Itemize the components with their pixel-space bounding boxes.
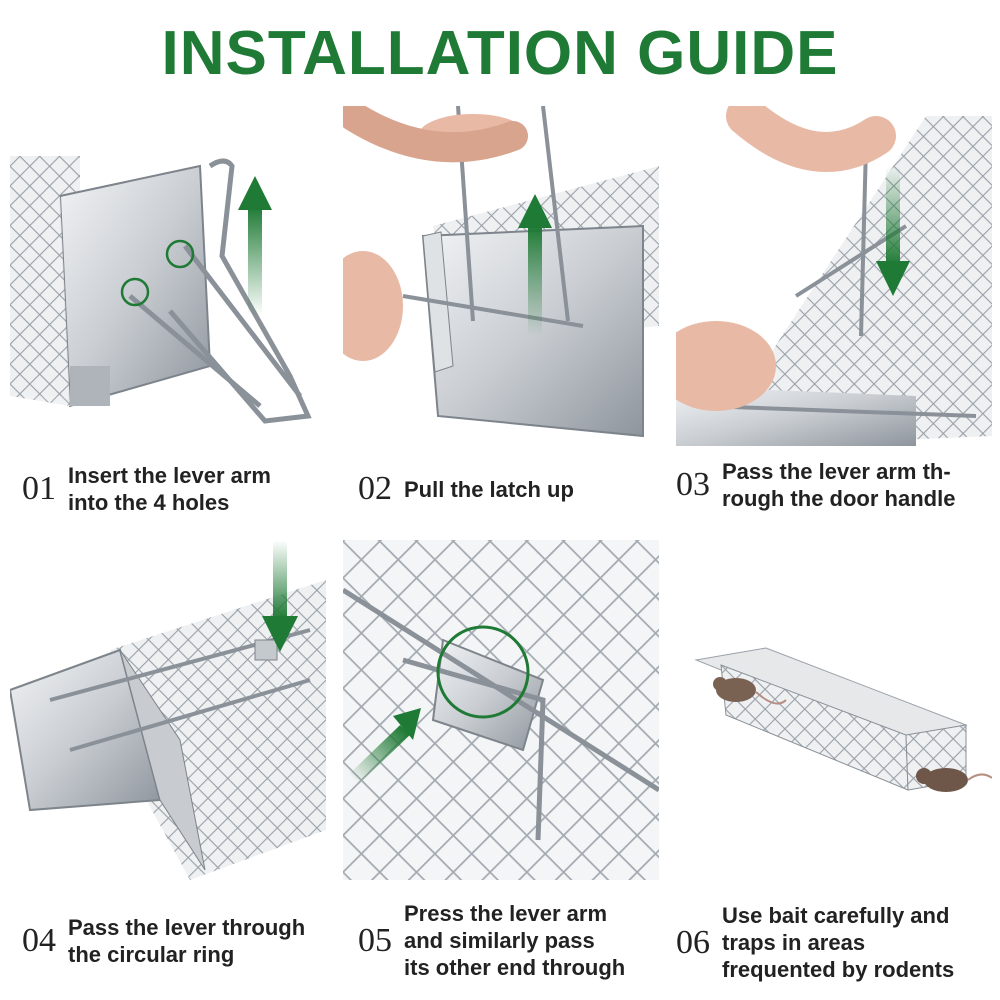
step-3-caption: 03 Pass the lever arm th-rough the door … [676, 458, 955, 512]
step-2-image [343, 106, 659, 446]
circular-ring-photo-icon [10, 540, 326, 880]
step-4-image [10, 540, 326, 880]
step-6-image [676, 540, 992, 880]
step-text: Pass the lever arm th-rough the door han… [722, 459, 956, 511]
step-1-image [10, 106, 326, 446]
step-5-image [343, 540, 659, 880]
door-handle-photo-icon [676, 106, 992, 446]
step-number: 02 [358, 470, 392, 507]
step-number: 06 [676, 923, 710, 961]
step-2-caption: 02 Pull the latch up [358, 470, 574, 508]
step-number: 05 [358, 921, 392, 959]
step-number: 04 [22, 922, 56, 959]
lever-closeup-photo-icon [343, 540, 659, 880]
latch-pull-photo-icon [343, 106, 659, 438]
page-title: INSTALLATION GUIDE [161, 19, 839, 88]
trap-with-rats-photo-icon [694, 647, 992, 792]
step-number: 03 [676, 466, 710, 503]
step-3-image [676, 106, 992, 446]
step-number: 01 [22, 470, 56, 507]
step-text: Pull the latch up [404, 476, 574, 502]
cage-lever-holes-photo-icon [10, 156, 312, 424]
